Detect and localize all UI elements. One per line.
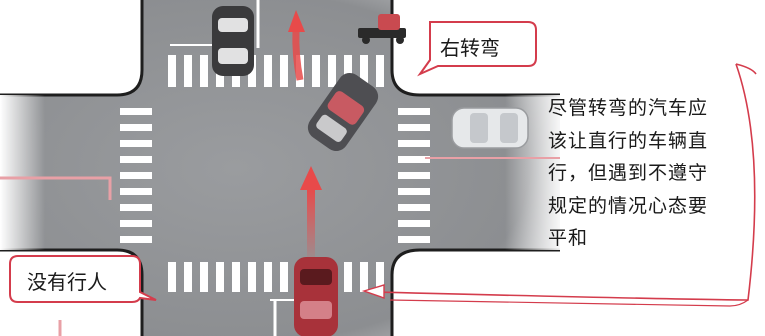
callout-no-pedestrian (9, 255, 157, 303)
small-vehicle-top (358, 14, 406, 44)
callout-right-turn (417, 21, 537, 77)
no-pedestrian-label: 没有行人 (27, 270, 107, 294)
note-line: 平和 (548, 227, 589, 249)
crosswalk-right (398, 108, 430, 243)
note-line: 尽管转弯的汽车应 (548, 97, 709, 119)
corner-bottom-right (392, 250, 560, 336)
note-line: 该让直行的车辆直 (548, 129, 709, 152)
note-line: 规定的情况心态要 (548, 194, 709, 217)
car-right-white (451, 107, 529, 149)
right-turn-label: 右转弯 (440, 36, 500, 60)
car-bottom-red (294, 257, 338, 336)
turn-arrow-up (288, 10, 305, 81)
crosswalk-left (120, 108, 152, 243)
car-turning-gray (307, 72, 379, 152)
corner-top-left (0, 0, 142, 95)
straight-arrow-up (300, 166, 322, 260)
crosswalk-bottom (168, 262, 384, 292)
advice-note: 尽管转弯的汽车应 该让直行的车辆直 行，但遇到不遵守 规定的情况心态要 平和 (548, 92, 765, 255)
note-bracket (371, 63, 756, 301)
car-top-dark (212, 6, 254, 76)
note-line: 行，但遇到不遵守 (548, 162, 709, 184)
